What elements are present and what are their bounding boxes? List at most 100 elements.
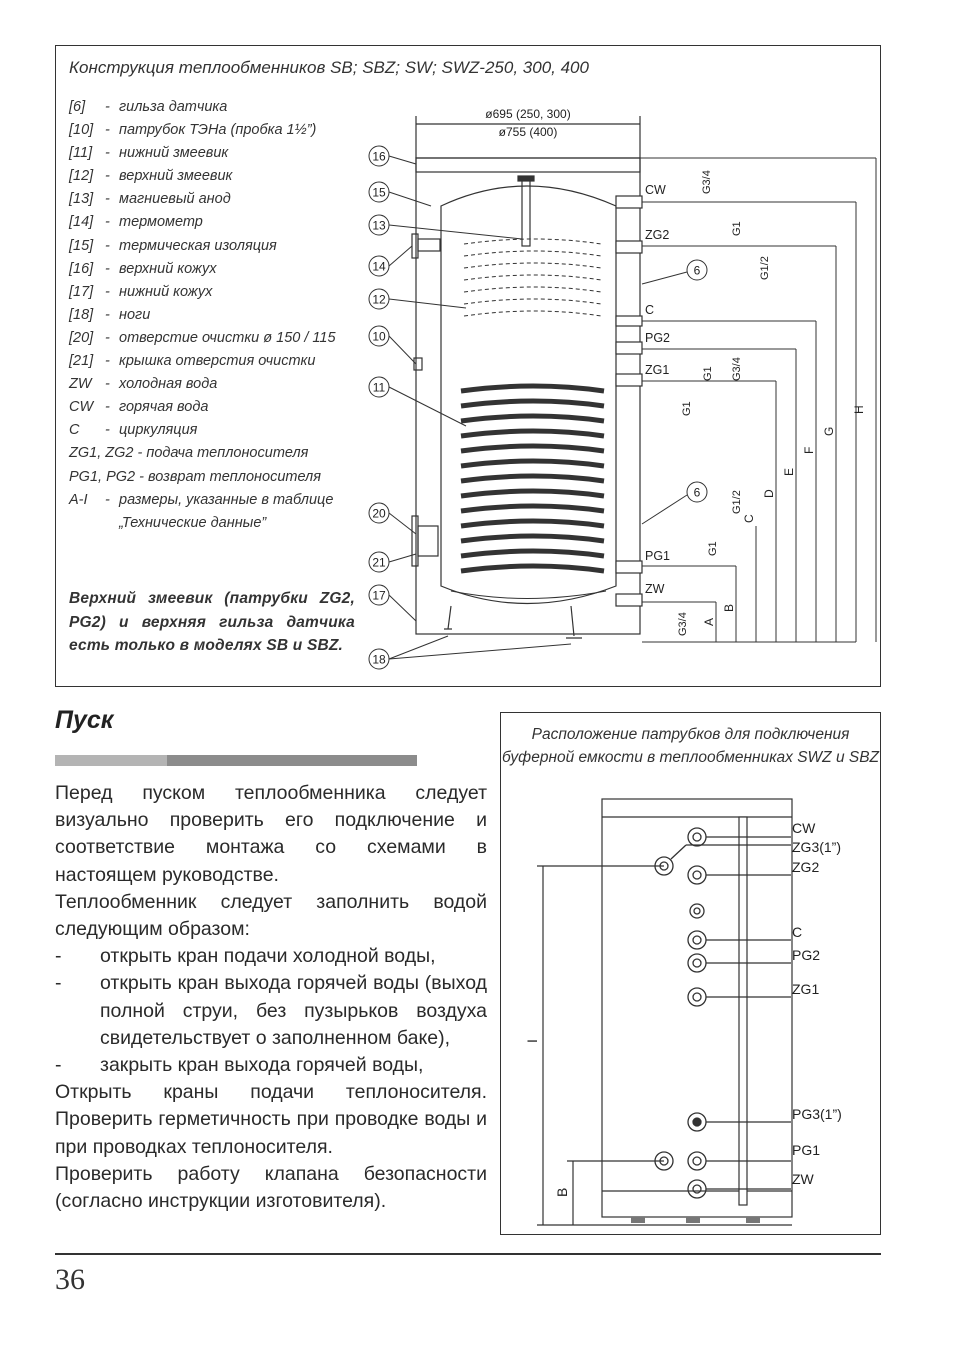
dimension-letters: A B C D E F G H — [702, 405, 866, 626]
legend-text: крышка отверстия очистки — [119, 353, 316, 370]
callout-17: 17 — [368, 584, 417, 622]
svg-text:G1/2: G1/2 — [759, 256, 771, 280]
footer-rule — [55, 1253, 881, 1255]
svg-text:C: C — [792, 924, 802, 940]
svg-text:17: 17 — [372, 589, 386, 603]
legend-item: ZW-холодная вода — [69, 373, 369, 396]
legend-item-continued: „Технические данные” — [119, 514, 267, 531]
svg-text:PG2: PG2 — [792, 947, 820, 963]
legend-code: [16] — [69, 260, 94, 277]
diameter-label-1: ø695 (250, 300) — [485, 107, 570, 121]
callout-21: 21 — [368, 551, 417, 573]
diameter-label-2: ø755 (400) — [499, 125, 558, 139]
legend-text: магниевый анод — [119, 191, 231, 208]
legend-code: [17] — [69, 283, 94, 300]
list-item: -закрыть кран выхода горячей воды, — [55, 1054, 424, 1077]
dim-I-label: I — [524, 1039, 540, 1043]
tank-outline — [601, 798, 793, 1218]
legend-item: CW-горячая вода — [69, 396, 369, 419]
svg-text:12: 12 — [372, 293, 386, 307]
legend-item: [11]-нижний змеевик — [69, 142, 369, 165]
legend-code: [18] — [69, 306, 94, 323]
list-item: -открыть кран подачи холодной воды, — [55, 945, 436, 968]
heat-exchanger-section-drawing: 16 15 13 14 12 10 11 20 21 17 18 6 6 ø69… — [368, 107, 877, 670]
vertical-pipe — [738, 816, 748, 1206]
top-cover — [415, 157, 641, 173]
legend-code: [14] — [69, 214, 94, 231]
legend: [6]-гильза датчика[10]-патрубок ТЭНа (пр… — [69, 96, 369, 535]
svg-text:F: F — [802, 447, 816, 454]
legend-item: [17]-нижний кожух — [69, 281, 369, 304]
construction-title: Конструкция теплообменников SB; SBZ; SW;… — [69, 58, 589, 77]
callout-14: 14 — [368, 245, 413, 277]
heading-underline-bar — [55, 755, 417, 766]
svg-text:G1/2: G1/2 — [731, 490, 743, 514]
svg-text:ZG3(1”): ZG3(1”) — [792, 839, 841, 855]
svg-text:B: B — [722, 604, 736, 612]
legend-item: [16]-верхний кожух — [69, 258, 369, 281]
legend-code: A-I — [69, 491, 88, 508]
svg-text:PG3(1”): PG3(1”) — [792, 1106, 842, 1122]
paragraph-check: Перед пуском теплообменника следует визу… — [55, 782, 487, 886]
callout-16: 16 — [368, 145, 417, 167]
svg-text:CW: CW — [792, 820, 816, 836]
legend-item: C-циркуляция — [69, 419, 369, 442]
legend-text: нижний кожух — [119, 283, 213, 300]
outer-jacket — [415, 157, 641, 635]
svg-text:PG2: PG2 — [645, 331, 670, 345]
svg-text:14: 14 — [372, 260, 386, 274]
svg-text:C: C — [742, 514, 756, 523]
svg-text:H: H — [852, 405, 866, 414]
svg-text:G3/4: G3/4 — [731, 357, 743, 381]
svg-text:G1: G1 — [681, 401, 693, 416]
legend-item: [12]-верхний змеевик — [69, 165, 369, 188]
legend-code: ZW — [69, 376, 92, 393]
upper-coil — [463, 238, 602, 317]
callout-12: 12 — [368, 288, 467, 310]
sensor-callout-lower: 6 — [641, 481, 708, 525]
svg-text:20: 20 — [372, 507, 386, 521]
svg-text:ZG1: ZG1 — [792, 981, 819, 997]
callout-13: 13 — [368, 214, 523, 240]
legend-text: нижний змеевик — [119, 145, 229, 162]
legend-text: термометр — [119, 214, 203, 231]
svg-text:6: 6 — [694, 486, 701, 500]
svg-text:13: 13 — [372, 219, 386, 233]
legend-text: термическая изоляция — [119, 237, 277, 254]
page-number: 36 — [55, 1263, 85, 1296]
svg-text:21: 21 — [372, 556, 386, 570]
svg-text:C: C — [645, 303, 654, 317]
svg-text:ZG2: ZG2 — [645, 228, 669, 242]
legend-item: [15]-термическая изоляция — [69, 235, 369, 258]
start-heading: Пуск — [55, 706, 114, 734]
callout-15: 15 — [368, 181, 432, 207]
svg-text:ZW: ZW — [792, 1171, 815, 1187]
callout-18: 18 — [368, 635, 572, 670]
legend-text: верхний змеевик — [119, 168, 233, 185]
svg-text:G: G — [822, 427, 836, 436]
svg-text:G1: G1 — [702, 366, 714, 381]
paragraph-valves: Открыть краны подачи теплоносителя. Пров… — [55, 1081, 487, 1158]
sensor-callout-upper: 6 — [641, 259, 708, 285]
legend-text: ноги — [119, 306, 151, 323]
legend-code: [20] — [69, 329, 94, 346]
svg-text:PG1: PG1 — [792, 1142, 820, 1158]
svg-text:E: E — [782, 468, 796, 476]
legend-text: размеры, указанные в таблице — [119, 491, 334, 508]
legend-item: [21]-крышка отверстия очистки — [69, 350, 369, 373]
model-note: Верхний змеевик (патрубки ZG2, PG2) и ве… — [69, 590, 355, 654]
construction-diagram-box: Конструкция теплообменников SB; SBZ; SW;… — [55, 45, 881, 687]
legend-text: горячая вода — [119, 399, 209, 416]
svg-text:16: 16 — [372, 150, 386, 164]
buffer-port-labels: CW ZG3(1”) ZG2 C PG2 ZG1 PG3(1”) PG1 ZW — [792, 820, 842, 1187]
buffer-ports-drawing: CW ZG3(1”) ZG2 C PG2 ZG1 PG3(1”) PG1 ZW … — [524, 798, 842, 1226]
svg-text:ZG1: ZG1 — [645, 363, 669, 377]
callout-11: 11 — [368, 376, 467, 427]
svg-text:G1: G1 — [707, 541, 719, 556]
legend-code: C — [69, 422, 80, 439]
legend-item: A-I-размеры, указанные в таблице — [69, 489, 369, 512]
thread-labels: G3/4 G1 G1/2 G1 G3/4 G1 G1/2 G1 G3/4 — [677, 170, 771, 636]
svg-text:G3/4: G3/4 — [677, 612, 689, 636]
svg-text:A: A — [702, 618, 716, 626]
legend-item: ZG1, ZG2 - подача теплоносителя — [69, 445, 309, 462]
